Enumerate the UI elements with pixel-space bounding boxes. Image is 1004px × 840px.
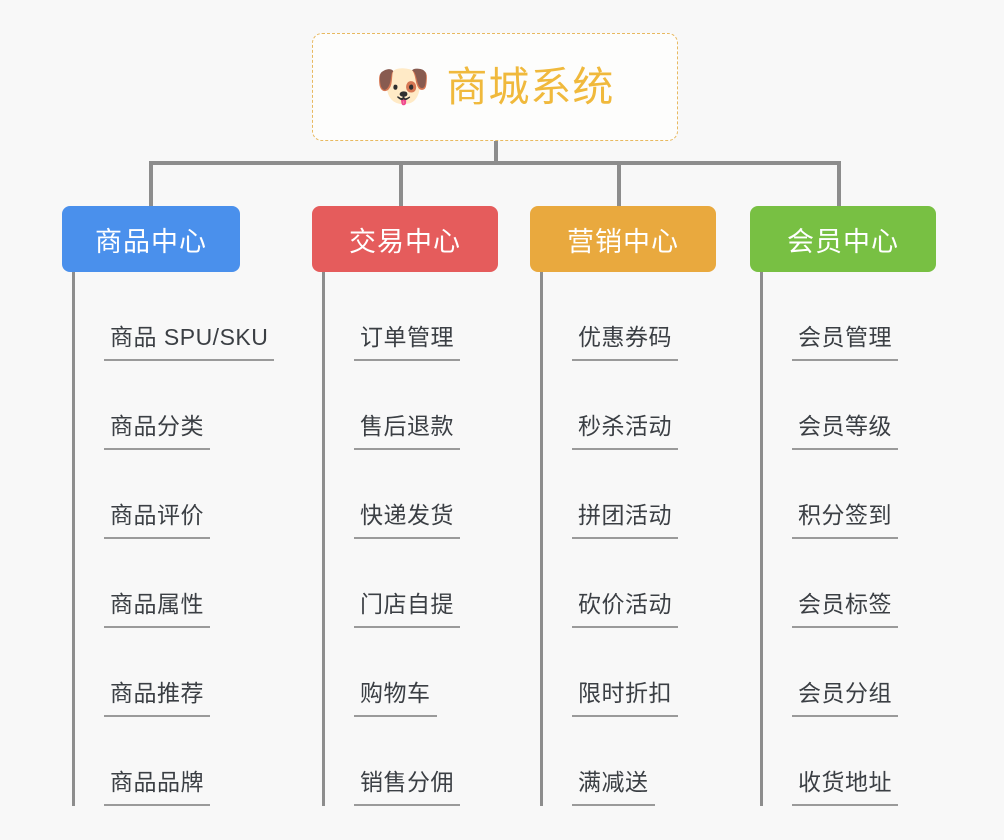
leaf-list-member-center: 会员管理 会员等级 积分签到 会员标签 会员分组 收货地址 xyxy=(750,272,974,806)
leaf-item-label: 商品评价 xyxy=(104,496,210,539)
category-header-product-center[interactable]: 商品中心 xyxy=(62,206,240,272)
category-column-trade-center: 交易中心 订单管理 售后退款 快递发货 门店自提 购物车 销售分佣 xyxy=(312,206,542,806)
leaf-item-label: 会员标签 xyxy=(792,585,898,628)
leaf-item[interactable]: 会员等级 xyxy=(750,361,974,450)
category-column-member-center: 会员中心 会员管理 会员等级 积分签到 会员标签 会员分组 收货地址 xyxy=(750,206,974,806)
leaf-item-label: 门店自提 xyxy=(354,585,460,628)
leaf-item-label: 满减送 xyxy=(572,763,655,806)
leaf-item[interactable]: 会员分组 xyxy=(750,628,974,717)
connector-trunk-member-center xyxy=(760,272,763,806)
leaf-item[interactable]: 门店自提 xyxy=(312,539,542,628)
category-header-label: 会员中心 xyxy=(787,226,899,257)
leaf-item[interactable]: 商品评价 xyxy=(62,450,302,539)
category-header-label: 营销中心 xyxy=(567,226,679,257)
leaf-item-label: 商品 SPU/SKU xyxy=(104,318,275,361)
leaf-item-label: 会员管理 xyxy=(792,318,898,361)
leaf-item[interactable]: 快递发货 xyxy=(312,450,542,539)
leaf-item[interactable]: 商品 SPU/SKU xyxy=(62,272,302,361)
leaf-item[interactable]: 积分签到 xyxy=(750,450,974,539)
leaf-item[interactable]: 商品分类 xyxy=(62,361,302,450)
leaf-item-label: 会员分组 xyxy=(792,674,898,717)
leaf-item[interactable]: 销售分佣 xyxy=(312,717,542,806)
leaf-item[interactable]: 秒杀活动 xyxy=(530,361,754,450)
leaf-item-label: 商品分类 xyxy=(104,407,210,450)
leaf-item-label: 限时折扣 xyxy=(572,674,678,717)
connector-horizontal-bus xyxy=(149,161,841,165)
connector-trunk-trade-center xyxy=(322,272,325,806)
leaf-item-label: 商品属性 xyxy=(104,585,210,628)
leaf-list-trade-center: 订单管理 售后退款 快递发货 门店自提 购物车 销售分佣 xyxy=(312,272,542,806)
shiba-dog-emoji-icon: 🐶 xyxy=(375,62,431,111)
leaf-item-label: 收货地址 xyxy=(792,763,898,806)
leaf-item[interactable]: 满减送 xyxy=(530,717,754,806)
leaf-item-label: 销售分佣 xyxy=(354,763,460,806)
leaf-item[interactable]: 砍价活动 xyxy=(530,539,754,628)
leaf-item[interactable]: 拼团活动 xyxy=(530,450,754,539)
root-title: 商城系统 xyxy=(446,63,615,110)
leaf-item[interactable]: 商品品牌 xyxy=(62,717,302,806)
connector-trunk-product-center xyxy=(72,272,75,806)
leaf-item-label: 拼团活动 xyxy=(572,496,678,539)
connector-trunk-marketing-center xyxy=(540,272,543,806)
leaf-item[interactable]: 购物车 xyxy=(312,628,542,717)
leaf-item[interactable]: 优惠券码 xyxy=(530,272,754,361)
category-header-marketing-center[interactable]: 营销中心 xyxy=(530,206,716,272)
leaf-item-label: 售后退款 xyxy=(354,407,460,450)
leaf-item-label: 会员等级 xyxy=(792,407,898,450)
category-header-member-center[interactable]: 会员中心 xyxy=(750,206,936,272)
category-header-label: 商品中心 xyxy=(95,226,207,257)
leaf-item-label: 订单管理 xyxy=(354,318,460,361)
leaf-item[interactable]: 商品推荐 xyxy=(62,628,302,717)
connector-root-stem xyxy=(494,141,498,164)
leaf-item-label: 优惠券码 xyxy=(572,318,678,361)
leaf-item[interactable]: 会员标签 xyxy=(750,539,974,628)
connector-drop-product-center xyxy=(149,161,153,207)
category-header-trade-center[interactable]: 交易中心 xyxy=(312,206,498,272)
category-header-label: 交易中心 xyxy=(349,226,461,257)
leaf-item[interactable]: 订单管理 xyxy=(312,272,542,361)
leaf-item[interactable]: 收货地址 xyxy=(750,717,974,806)
leaf-item[interactable]: 商品属性 xyxy=(62,539,302,628)
category-column-marketing-center: 营销中心 优惠券码 秒杀活动 拼团活动 砍价活动 限时折扣 满减送 xyxy=(530,206,754,806)
leaf-item[interactable]: 会员管理 xyxy=(750,272,974,361)
leaf-item-label: 秒杀活动 xyxy=(572,407,678,450)
category-column-product-center: 商品中心 商品 SPU/SKU 商品分类 商品评价 商品属性 商品推荐 商品品牌 xyxy=(62,206,302,806)
leaf-item-label: 商品品牌 xyxy=(104,763,210,806)
leaf-item-label: 商品推荐 xyxy=(104,674,210,717)
leaf-item-label: 购物车 xyxy=(354,674,437,717)
leaf-item[interactable]: 限时折扣 xyxy=(530,628,754,717)
leaf-item-label: 砍价活动 xyxy=(572,585,678,628)
connector-drop-marketing-center xyxy=(617,161,621,207)
root-node[interactable]: 🐶 商城系统 xyxy=(312,33,678,141)
leaf-item-label: 快递发货 xyxy=(354,496,460,539)
leaf-item[interactable]: 售后退款 xyxy=(312,361,542,450)
leaf-list-marketing-center: 优惠券码 秒杀活动 拼团活动 砍价活动 限时折扣 满减送 xyxy=(530,272,754,806)
connector-drop-member-center xyxy=(837,161,841,207)
leaf-item-label: 积分签到 xyxy=(792,496,898,539)
connector-drop-trade-center xyxy=(399,161,403,207)
leaf-list-product-center: 商品 SPU/SKU 商品分类 商品评价 商品属性 商品推荐 商品品牌 xyxy=(62,272,302,806)
